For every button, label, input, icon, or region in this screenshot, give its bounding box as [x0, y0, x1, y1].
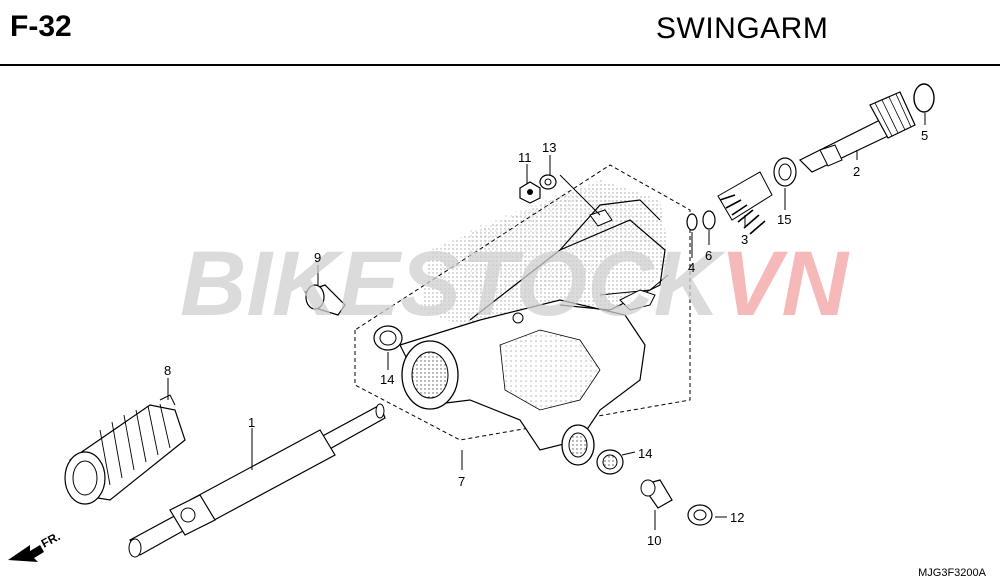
callout-7: 7 — [458, 474, 465, 489]
callout-15: 15 — [777, 212, 791, 227]
callout-3: 3 — [741, 232, 748, 247]
boot-part-8 — [64, 394, 186, 505]
callout-5: 5 — [921, 128, 928, 143]
assembly-boundary — [354, 164, 691, 441]
front-direction-marker: FR. — [8, 529, 62, 562]
clamp-part-12 — [687, 504, 713, 526]
swingarm-part-7 — [399, 180, 670, 466]
bolt-part-9 — [304, 284, 346, 316]
nut-part-11 — [519, 181, 541, 204]
callout-10: 10 — [647, 533, 661, 548]
bolt-part-10 — [640, 479, 673, 509]
callout-9: 9 — [314, 250, 321, 265]
bearing-part-14-left — [373, 325, 403, 351]
callout-leaders — [167, 113, 926, 530]
seal-part-15 — [773, 157, 797, 187]
ring-part-6 — [702, 210, 716, 230]
circlip-part-5 — [913, 83, 935, 113]
page-title: SWINGARM — [656, 12, 829, 45]
front-direction-label: FR. — [39, 529, 63, 550]
callout-13: 13 — [542, 140, 556, 155]
drive-shaft-part-1 — [128, 403, 386, 558]
pinion-shaft-part-2 — [798, 91, 916, 173]
header-divider — [0, 64, 1000, 66]
page-code: F-32 — [10, 10, 72, 43]
watermark: BIKESTOCKVN — [180, 233, 851, 335]
callout-2: 2 — [853, 164, 860, 179]
callout-8: 8 — [164, 363, 171, 378]
callout-14-left: 14 — [380, 372, 394, 387]
bearing-part-14-right — [596, 449, 624, 475]
washer-part-4 — [686, 213, 698, 231]
watermark-main: BIKESTOCK — [180, 233, 727, 335]
catalog-code: MJG3F3200A — [918, 567, 986, 579]
callout-4: 4 — [688, 260, 695, 275]
callout-14-right: 14 — [638, 446, 652, 461]
callout-11: 11 — [518, 150, 532, 165]
callout-6: 6 — [705, 248, 712, 263]
washer-part-13 — [539, 174, 557, 190]
watermark-accent: VN — [720, 233, 850, 335]
callout-1: 1 — [248, 415, 255, 430]
callout-12: 12 — [730, 510, 744, 525]
